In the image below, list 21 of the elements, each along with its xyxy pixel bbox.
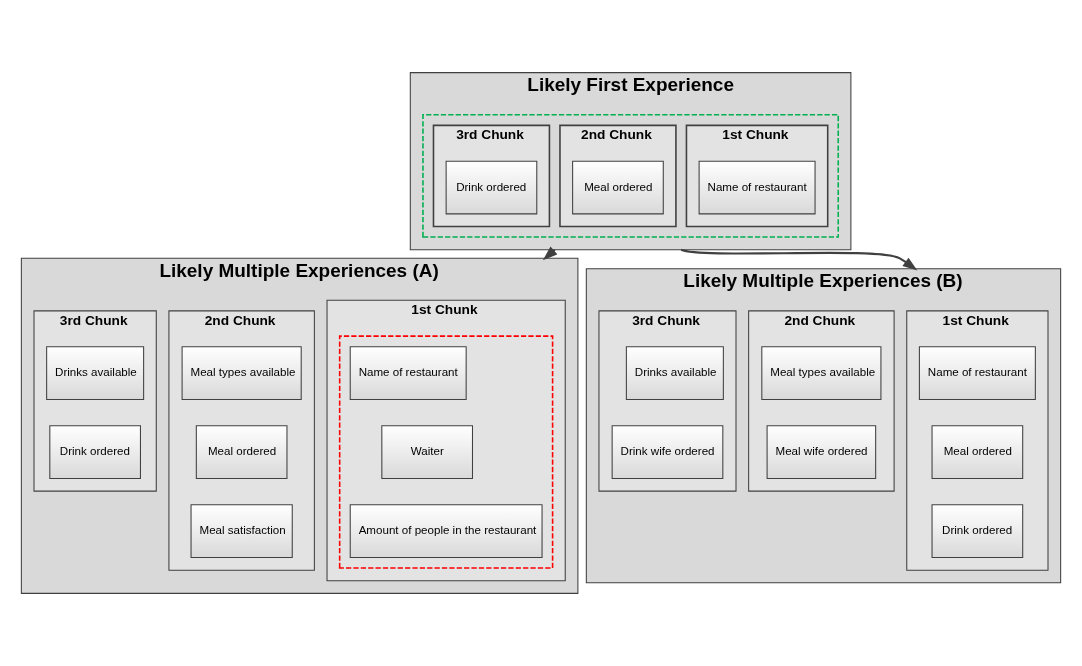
node-box: Drink wife ordered: [611, 425, 724, 479]
cluster: [422, 114, 840, 238]
node-box: Amount of people in the restaurant: [349, 504, 543, 559]
node-box: Drink ordered: [931, 504, 1024, 559]
node-box: Name of restaurant: [698, 160, 816, 215]
node-box: Drink ordered: [445, 160, 538, 215]
node-box: Name of restaurant: [918, 346, 1036, 400]
cluster: [338, 335, 554, 569]
node-box: Meal ordered: [931, 425, 1024, 479]
node-box: Meal wife ordered: [766, 425, 877, 479]
node-box: Meal types available: [181, 346, 302, 400]
node-box: Drink ordered: [49, 425, 141, 479]
node-box: Meal ordered: [195, 425, 288, 479]
node-box: Meal satisfaction: [190, 504, 293, 559]
node-box: Waiter: [381, 425, 473, 479]
node-box: Name of restaurant: [349, 346, 467, 400]
node-box: Meal types available: [761, 346, 882, 400]
node-box: Drinks available: [625, 346, 724, 400]
node-box: Meal ordered: [572, 160, 664, 215]
arrow: [680, 248, 918, 271]
node-box: Drinks available: [46, 346, 145, 400]
